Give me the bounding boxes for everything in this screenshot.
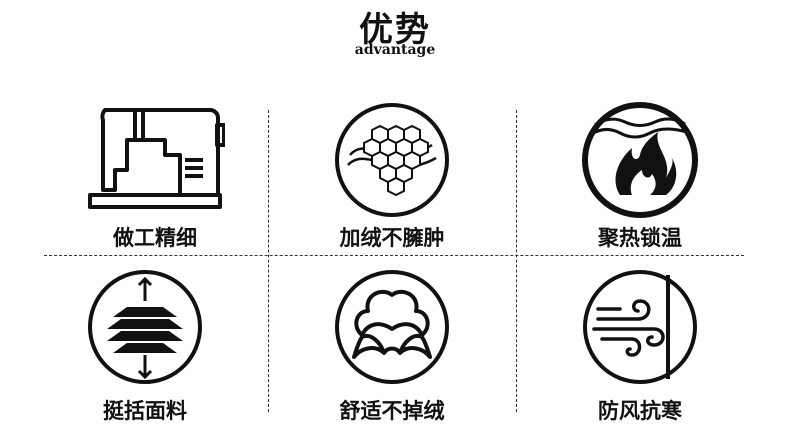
- feature-cell-workmanship: 做工精细: [30, 95, 280, 255]
- feature-label: 舒适不掉绒: [339, 399, 445, 423]
- feature-cell-comfort: 舒适不掉绒: [267, 262, 517, 423]
- feature-label: 加绒不臃肿: [339, 226, 445, 250]
- advantage-subtitle: advantage: [354, 42, 436, 58]
- advantage-title: 优势: [359, 10, 431, 50]
- feature-cell-windproof: 防风抗寒: [515, 262, 765, 423]
- wind-icon: [583, 270, 697, 384]
- feature-label: 做工精细: [113, 226, 197, 250]
- sewing-machine-icon: [88, 108, 225, 209]
- feature-cell-fabric: 挺括面料: [20, 262, 270, 423]
- feature-label: 防风抗寒: [598, 399, 682, 423]
- layered-fabric-icon: [88, 270, 202, 384]
- feature-cell-heat: 聚热锁温: [515, 95, 765, 255]
- divider-vertical-left: [268, 110, 269, 412]
- feature-cell-fleece: 加绒不臃肿: [267, 95, 517, 255]
- feature-label: 挺括面料: [103, 399, 187, 423]
- fleece-hexagon-icon: [335, 103, 449, 217]
- feature-label: 聚热锁温: [598, 226, 682, 250]
- divider-vertical-right: [516, 110, 517, 412]
- divider-horizontal: [44, 255, 744, 256]
- flame-icon: [582, 102, 698, 218]
- cotton-boll-icon: [335, 270, 449, 384]
